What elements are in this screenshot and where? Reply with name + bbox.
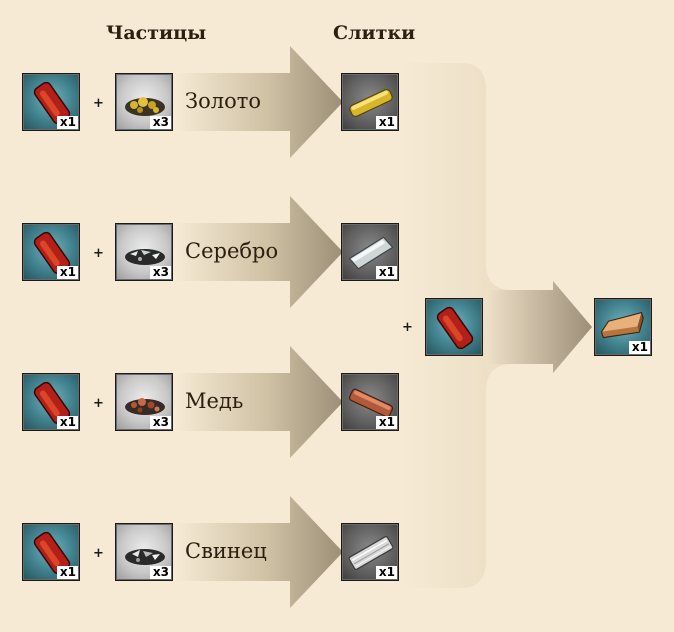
lead-particles-slot[interactable]: x3 — [115, 523, 173, 581]
silver-ingot-icon — [348, 236, 394, 270]
quantity-badge: x1 — [56, 566, 78, 579]
quantity-badge: x3 — [149, 266, 171, 279]
gold-ingot-icon — [349, 88, 393, 118]
red-crystal-slot[interactable]: x1 — [22, 373, 80, 431]
quantity-badge: x1 — [375, 416, 397, 429]
plus-sign: + — [93, 396, 104, 411]
plus-sign: + — [93, 546, 104, 561]
quantity-badge: x3 — [149, 566, 171, 579]
transform-arrow — [175, 346, 343, 458]
lead-ingot-icon — [348, 536, 394, 570]
plus-sign: + — [402, 320, 413, 335]
merge-arrow — [486, 281, 592, 373]
metal-name-label: Свинец — [185, 539, 267, 563]
red-crystal-slot[interactable]: x1 — [22, 73, 80, 131]
quantity-badge: x1 — [375, 566, 397, 579]
bronze-ingot-icon — [600, 311, 644, 339]
result-ingot-slot[interactable]: x1 — [594, 298, 652, 356]
plus-sign: + — [93, 96, 104, 111]
metal-name-label: Медь — [185, 389, 244, 413]
quantity-badge: x1 — [375, 116, 397, 129]
red-crystal-slot[interactable]: x1 — [22, 523, 80, 581]
transform-arrow — [175, 196, 343, 308]
quantity-badge: x1 — [375, 266, 397, 279]
plus-sign: + — [93, 246, 104, 261]
quantity-badge: x3 — [149, 416, 171, 429]
quantity-badge: x1 — [56, 416, 78, 429]
quantity-badge: x1 — [56, 266, 78, 279]
lead-particles-icon — [125, 549, 165, 565]
gold-particles-slot[interactable]: x3 — [115, 73, 173, 131]
copper-ingot-icon — [348, 388, 394, 418]
copper-particles-icon — [125, 398, 165, 415]
gold-particles-icon — [125, 97, 165, 116]
quantity-badge: x3 — [149, 116, 171, 129]
metal-name-label: Золото — [185, 89, 261, 113]
red-crystal-icon — [436, 306, 474, 350]
red-crystal-slot[interactable]: x1 — [22, 223, 80, 281]
quantity-badge: x1 — [628, 341, 650, 354]
ingots-header: Слитки — [333, 22, 416, 44]
lead-ingot-slot[interactable]: x1 — [341, 523, 399, 581]
catalyst-crystal-slot[interactable] — [425, 298, 483, 356]
copper-ingot-slot[interactable]: x1 — [341, 373, 399, 431]
silver-ingot-slot[interactable]: x1 — [341, 223, 399, 281]
transform-arrow — [175, 496, 343, 608]
particles-header: Частицы — [106, 22, 207, 44]
transform-arrow — [175, 46, 343, 158]
copper-particles-slot[interactable]: x3 — [115, 373, 173, 431]
silver-particles-icon — [125, 249, 165, 265]
silver-particles-slot[interactable]: x3 — [115, 223, 173, 281]
gold-ingot-slot[interactable]: x1 — [341, 73, 399, 131]
metal-name-label: Серебро — [185, 239, 279, 263]
quantity-badge: x1 — [56, 116, 78, 129]
